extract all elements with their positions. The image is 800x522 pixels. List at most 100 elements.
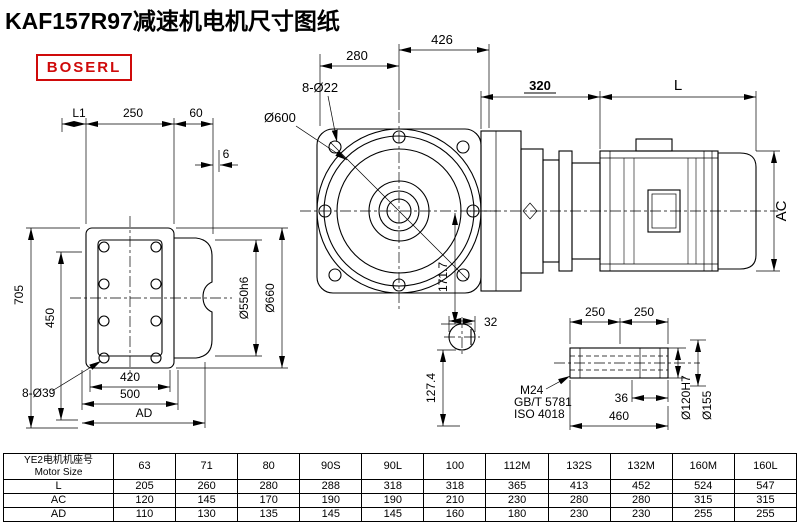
dim-8xd22-label: 8-Ø22: [302, 80, 338, 95]
cell: 280: [237, 479, 301, 494]
dim-171-7-label: 171.7: [436, 262, 450, 292]
size-col-header: 160L: [733, 453, 798, 480]
shaft-detail-view: 250 250 M24 GB/T 5781 ISO 4018 36 460 Ø1…: [514, 305, 714, 430]
dim-127-4-label: 127.4: [424, 373, 438, 403]
size-col-header: 71: [175, 453, 239, 480]
size-col-header: 132M: [609, 453, 673, 480]
cell: 145: [175, 493, 239, 508]
size-col-header: 100: [423, 453, 487, 480]
cell: 318: [423, 479, 487, 494]
cell: 288: [299, 479, 363, 494]
size-col-header: 80: [237, 453, 301, 480]
table-row-L: L 205 260 280 288 318 318 365 413 452 52…: [3, 479, 798, 494]
cell: 260: [175, 479, 239, 494]
dim-6-label: 6: [223, 147, 230, 161]
dim-d550h6-label: Ø550h6: [237, 276, 251, 319]
cell: 210: [423, 493, 487, 508]
cell: 315: [733, 493, 798, 508]
cell: 120: [112, 493, 177, 508]
cell: 315: [671, 493, 735, 508]
size-col-header: 90L: [361, 453, 425, 480]
dim-420-label: 420: [120, 370, 140, 384]
cell: 230: [547, 507, 611, 522]
cell: 145: [361, 507, 425, 522]
terminal-box: [635, 138, 673, 152]
side-view: [470, 130, 778, 292]
housing-profile: [174, 237, 213, 359]
fan-cover: [717, 152, 757, 270]
cell: 190: [299, 493, 363, 508]
dim-8xd39-label: 8-Ø39: [22, 386, 56, 400]
side-view-dimensions: 320 L AC 171.7: [436, 77, 790, 325]
dim-250a-label: 250: [585, 305, 605, 319]
row-label: AC: [3, 493, 114, 508]
dim-705-label: 705: [12, 285, 26, 305]
row-label: AD: [3, 507, 114, 522]
size-col-header: 132S: [547, 453, 611, 480]
dim-d155-label: Ø155: [700, 390, 714, 420]
dim-426-label: 426: [431, 32, 453, 47]
cell: 365: [485, 479, 549, 494]
cell: 180: [485, 507, 549, 522]
mounting-bolt-holes: [98, 241, 162, 364]
cell: 135: [237, 507, 301, 522]
cell: 280: [547, 493, 611, 508]
motor-size-header-en: Motor Size: [34, 466, 83, 478]
dim-L-label: L: [674, 77, 682, 94]
cell: 160: [423, 507, 487, 522]
dim-d120h7-label: Ø120H7: [679, 375, 693, 420]
size-col-header: 90S: [299, 453, 363, 480]
motor-size-header-cn: YE2电机机座号: [24, 454, 93, 466]
dim-60-label: 60: [189, 106, 203, 120]
dim-L1-label: L1: [72, 106, 86, 120]
size-col-header: 160M: [671, 453, 735, 480]
bolt-spec-gbt-label: GB/T 5781: [514, 395, 572, 409]
dim-280-label: 280: [346, 48, 368, 63]
front-view-dimensions: 280 426 8-Ø22 Ø600: [264, 32, 490, 161]
cell: 130: [175, 507, 239, 522]
key-symbol: [522, 202, 538, 220]
cell: 547: [733, 479, 798, 494]
cell: 318: [361, 479, 425, 494]
cell: 524: [671, 479, 735, 494]
cell: 255: [733, 507, 798, 522]
dim-d660-label: Ø660: [263, 283, 277, 313]
table-row-AC: AC 120 145 170 190 190 210 230 280 280 3…: [3, 493, 798, 508]
size-col-header: 112M: [485, 453, 549, 480]
cell: 230: [609, 507, 673, 522]
cell: 145: [299, 507, 363, 522]
dim-d600-label: Ø600: [264, 110, 296, 125]
table-header-row: YE2电机机座号 Motor Size 63 71 80 90S 90L 100…: [3, 453, 798, 480]
row-label: L: [3, 479, 114, 494]
cell: 170: [237, 493, 301, 508]
bolt-spec-iso-label: ISO 4018: [514, 407, 565, 421]
cell: 452: [609, 479, 673, 494]
size-col-header: 63: [112, 453, 177, 480]
dim-32-label: 32: [484, 315, 498, 329]
page-title: KAF157R97减速机电机尺寸图纸: [5, 8, 340, 34]
cell: 230: [485, 493, 549, 508]
cell: 280: [609, 493, 673, 508]
boserl-logo: BOSERL: [36, 54, 132, 81]
shaft-section-view: 32 127.4: [424, 315, 498, 427]
dim-500-label: 500: [120, 387, 140, 401]
motor-size-header: YE2电机机座号 Motor Size: [3, 453, 114, 480]
cell: 110: [112, 507, 177, 522]
dim-AC-label: AC: [773, 200, 790, 221]
cell: 190: [361, 493, 425, 508]
bolt-spec-m24-label: M24: [520, 383, 544, 397]
dim-320-label: 320: [529, 78, 551, 93]
left-view-dimensions: L1 250 60 6 705 450 Ø550h6 Ø660: [12, 106, 288, 429]
table-row-AD: AD 110 130 135 145 145 160 180 230 230 2…: [3, 507, 798, 522]
dim-250-label: 250: [123, 106, 143, 120]
technical-drawing: 280 426 8-Ø22 Ø600: [12, 32, 790, 430]
dim-AD-label: AD: [136, 406, 153, 420]
boserl-logo-text: BOSERL: [46, 59, 122, 76]
dim-460-label: 460: [609, 409, 629, 423]
front-view: [300, 112, 498, 310]
motor-dimensions-table: YE2电机机座号 Motor Size 63 71 80 90S 90L 100…: [3, 453, 798, 522]
dim-450-label: 450: [43, 308, 57, 328]
dim-250b-label: 250: [634, 305, 654, 319]
cell: 413: [547, 479, 611, 494]
